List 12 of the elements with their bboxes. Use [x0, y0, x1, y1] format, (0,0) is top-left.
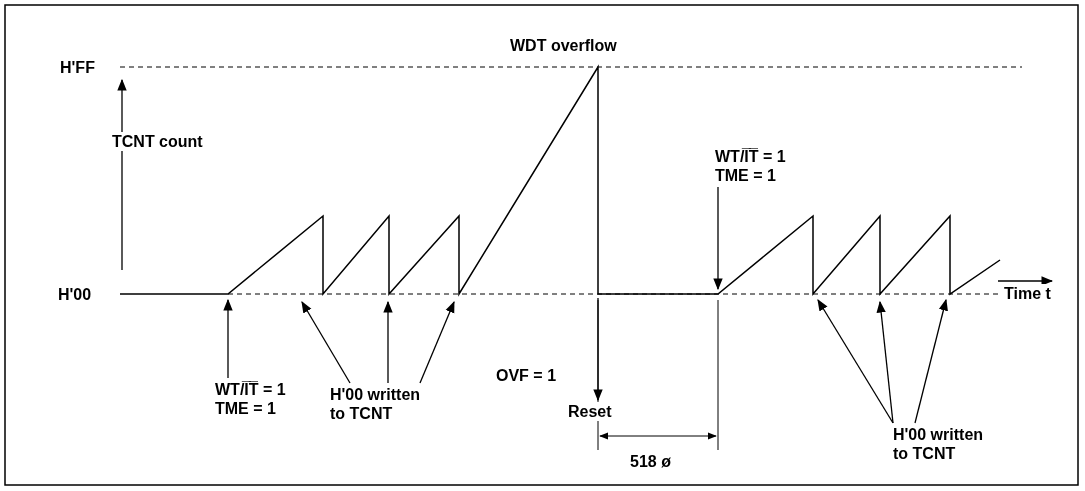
leader-arrow: [876, 300, 894, 424]
leader-arrow: [817, 299, 894, 424]
dimension-label: 518 ø: [630, 452, 671, 471]
leader-arrow: [419, 300, 455, 384]
leader-arrow: [713, 186, 723, 291]
leader-arrow: [914, 298, 948, 424]
leader-arrow: [593, 297, 603, 402]
axis-label: TCNT count: [112, 132, 203, 151]
leader-arrow: [301, 301, 351, 384]
leader-arrow: [383, 300, 393, 384]
leader-arrow: [223, 298, 233, 379]
annotation-text: Reset: [568, 402, 612, 421]
